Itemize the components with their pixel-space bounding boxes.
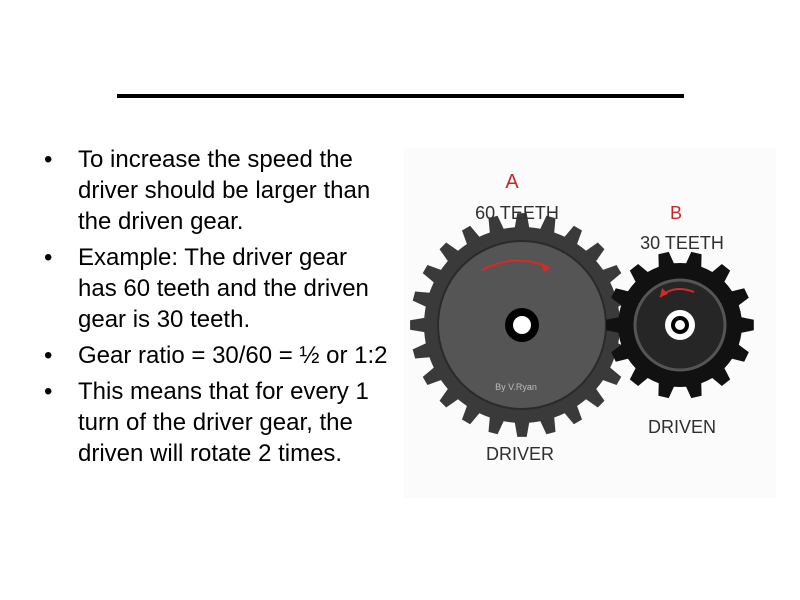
bullet-text: Gear ratio = 30/60 = ½ or 1:2	[78, 342, 388, 369]
driver-gear: By V.Ryan	[410, 213, 634, 437]
driver-arrow-head	[540, 262, 550, 272]
gear-a-letter: A	[505, 171, 519, 193]
bullet-dot: •	[44, 244, 53, 271]
driven-gear	[606, 251, 754, 399]
title-underline	[117, 94, 684, 98]
gear-a-teeth-label: 60 TEETH	[475, 203, 559, 223]
gear-diagram-svg: By V.Ryan A 60 TEETH B 30 TEETH DRIVER D…	[404, 148, 776, 498]
bullet-text: Example: The driver gear has 60 teeth an…	[78, 244, 369, 333]
bullet-dot: •	[44, 342, 53, 369]
gear-diagram: By V.Ryan A 60 TEETH B 30 TEETH DRIVER D…	[404, 148, 776, 498]
bullet-dot: •	[44, 146, 53, 173]
driven-arrow-head	[660, 288, 668, 297]
author-credit: By V.Ryan	[495, 382, 537, 392]
driven-label: DRIVEN	[648, 417, 716, 437]
driver-gear-axle-hole	[513, 316, 531, 334]
driven-gear-axle-hole	[675, 320, 685, 330]
bullet-item: • Example: The driver gear has 60 teeth …	[40, 242, 390, 335]
gear-b-letter: B	[670, 203, 682, 223]
bullet-item: • This means that for every 1 turn of th…	[40, 376, 390, 469]
driver-label: DRIVER	[486, 444, 554, 464]
bullet-item: • Gear ratio = 30/60 = ½ or 1:2	[40, 340, 390, 371]
bullet-item: • To increase the speed the driver shoul…	[40, 144, 390, 237]
bullet-dot: •	[44, 378, 53, 405]
bullet-list: • To increase the speed the driver shoul…	[40, 144, 390, 474]
bullet-text: This means that for every 1 turn of the …	[78, 378, 369, 467]
bullet-text: To increase the speed the driver should …	[78, 146, 371, 235]
gear-b-teeth-label: 30 TEETH	[640, 233, 724, 253]
